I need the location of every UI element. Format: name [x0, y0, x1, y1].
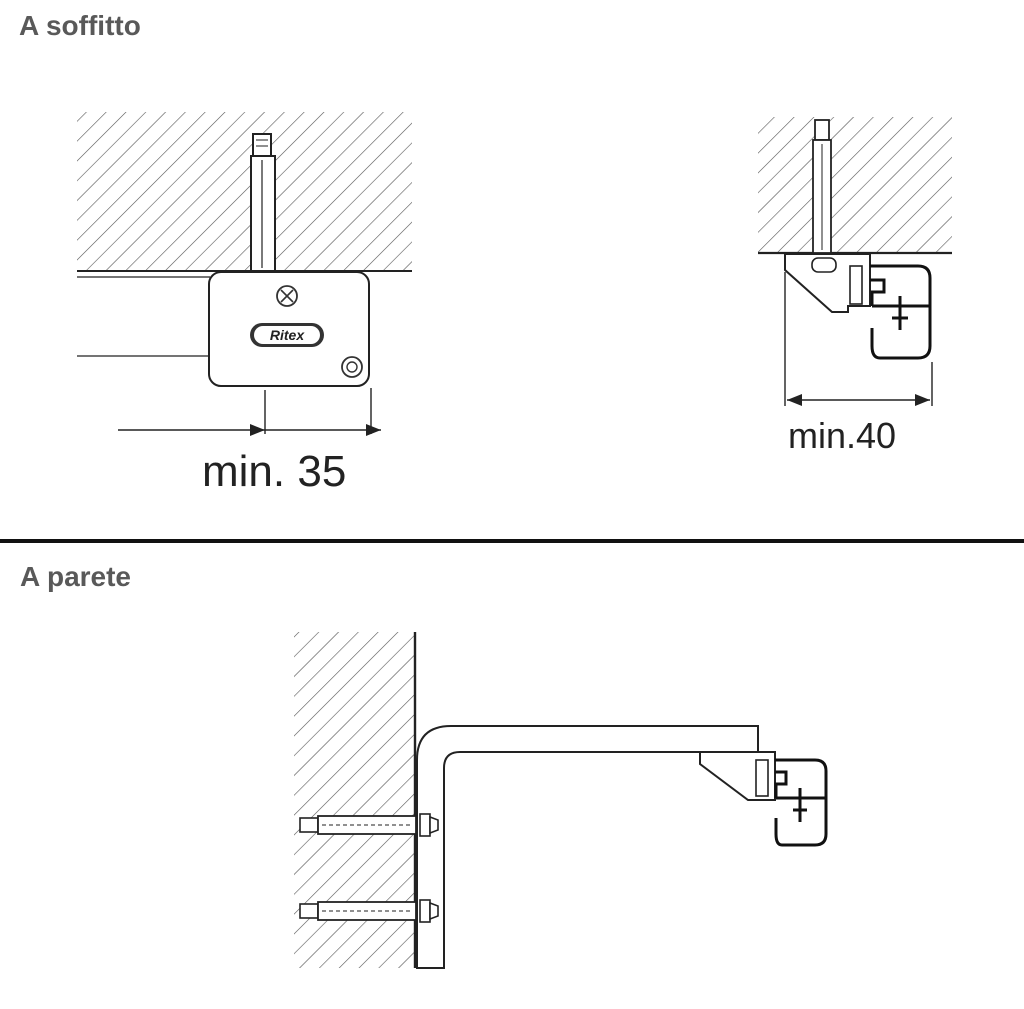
dimension-label-left: min. 35 [202, 447, 346, 496]
section-title-ceiling: A soffitto [19, 10, 141, 41]
bolt-icon [299, 813, 439, 837]
ceiling-hatch-right [758, 117, 952, 253]
bracket-hole-icon [341, 356, 363, 378]
dimension-label-right: min.40 [788, 415, 896, 456]
section-title-wall: A parete [20, 561, 132, 592]
ritex-logo: Ritex [250, 323, 324, 347]
bolt-icon [250, 133, 276, 272]
wall-mount [294, 632, 828, 969]
ceiling-mount-left: Ritex min. 35 [77, 112, 412, 496]
ceiling-bracket-right [784, 253, 871, 313]
logo-text: Ritex [270, 327, 305, 343]
section-divider [0, 539, 1024, 543]
rail-profile-icon [774, 758, 828, 847]
bolt-icon [812, 119, 832, 254]
bolt-icon [299, 899, 439, 923]
ceiling-mount-right: min.40 [758, 117, 952, 456]
rail-profile-icon [870, 264, 932, 360]
screw-icon [276, 285, 298, 307]
ceiling-hatch-left [77, 112, 412, 270]
